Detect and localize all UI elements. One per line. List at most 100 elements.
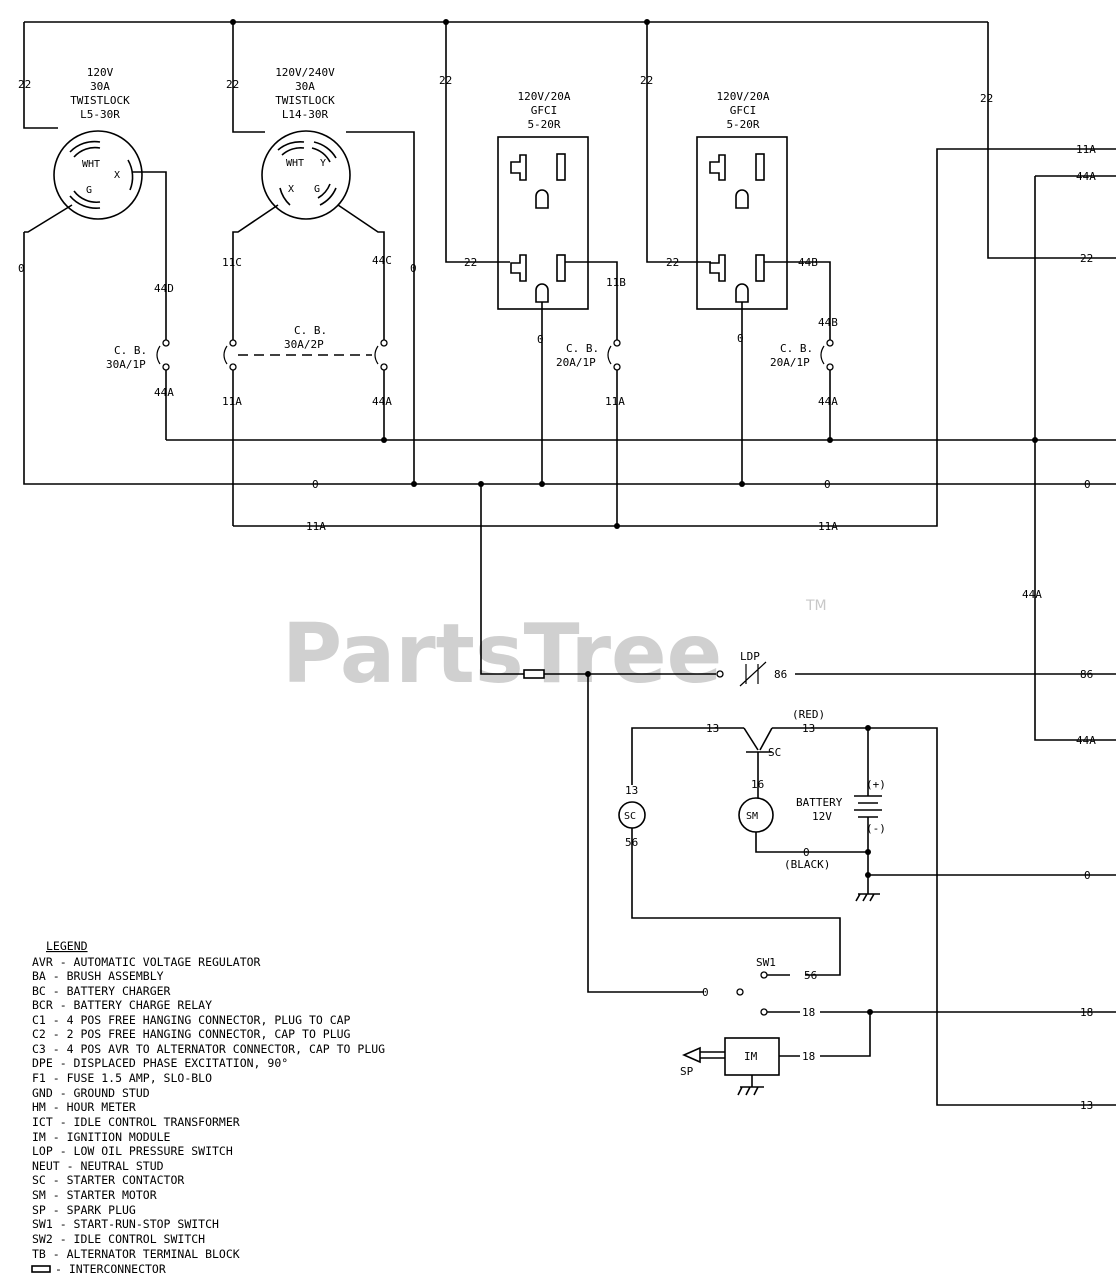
wire-label-22: 22 — [640, 74, 653, 87]
wire-label-18: 18 — [802, 1050, 815, 1063]
legend-item: SC - STARTER CONTACTOR — [32, 1173, 184, 1187]
sw1-label: SW1 — [756, 956, 776, 969]
wire-label-22: 22 — [464, 256, 477, 269]
outlet-title-line: 120V — [87, 66, 114, 79]
switch-sw1: SW1 0 56 18 18 — [702, 956, 1116, 1019]
pin-label: X — [114, 170, 120, 181]
sm-label: SM — [746, 811, 758, 822]
legend-item: ICT - IDLE CONTROL TRANSFORMER — [32, 1115, 240, 1129]
wire-label-0: 0 — [1084, 869, 1091, 882]
wire-label-56: 56 — [625, 836, 638, 849]
breaker-cb1: C. B. 30A/1P 44A — [106, 339, 174, 440]
legend: LEGEND AVR - AUTOMATIC VOLTAGE REGULATOR… — [31, 939, 385, 1276]
wire-label-0: 0 — [702, 986, 709, 999]
wire-label-11c: 11C — [222, 256, 242, 269]
legend-item: TB - ALTERNATOR TERMINAL BLOCK — [32, 1247, 240, 1261]
outlet-title-line: 30A — [295, 80, 315, 93]
wire-label-18: 18 — [802, 1006, 815, 1019]
battery-label: 12V — [812, 810, 832, 823]
outlet-title-line: 120V/20A — [518, 90, 571, 103]
legend-item: C2 - 2 POS FREE HANGING CONNECTOR, CAP T… — [32, 1027, 351, 1041]
wire-label-0: 0 — [803, 846, 810, 859]
outlet-gfci-1: 120V/20A GFCI 5-20R 11B 0 — [497, 90, 626, 484]
breaker-label: C. B. — [566, 342, 599, 355]
wire-label-56: 56 — [804, 969, 817, 982]
wire-label-22: 22 — [666, 256, 679, 269]
legend-item: C1 - 4 POS FREE HANGING CONNECTOR, PLUG … — [32, 1013, 351, 1027]
wire-label-0: 0 — [737, 332, 744, 345]
bus-0: 0 0 0 — [23, 232, 1116, 491]
wire-label-44b: 44B — [798, 256, 818, 269]
wire-label-22: 22 — [439, 74, 452, 87]
wire-label-44a: 44A — [1076, 170, 1096, 183]
legend-item: NEUT - NEUTRAL STUD — [32, 1159, 164, 1173]
legend-item: SW2 - IDLE CONTROL SWITCH — [32, 1232, 205, 1246]
wire-label-13: 13 — [706, 722, 719, 735]
legend-item: IM - IGNITION MODULE — [32, 1130, 171, 1144]
outlet-title-line: 5-20R — [527, 118, 560, 131]
wire-label-86: 86 — [774, 668, 787, 681]
wire-label-0: 0 — [1084, 478, 1091, 491]
outlet-title-line: TWISTLOCK — [275, 94, 335, 107]
breaker-label: 20A/1P — [770, 356, 810, 369]
legend-item: BC - BATTERY CHARGER — [32, 984, 171, 998]
legend-item: DPE - DISPLACED PHASE EXCITATION, 90° — [32, 1056, 288, 1070]
watermark: PartsTree — [282, 607, 722, 702]
ldp-label: LDP — [740, 650, 760, 663]
legend-item: SP - SPARK PLUG — [32, 1203, 136, 1217]
interconnector-symbol — [31, 1265, 51, 1273]
outlet-title-line: TWISTLOCK — [70, 94, 130, 107]
breaker-cb4: C. B. 20A/1P 44A — [770, 339, 838, 440]
wire-label-44a: 44A — [372, 395, 392, 408]
wire-label-44a: 44A — [1022, 588, 1042, 601]
breaker-label: C. B. — [114, 344, 147, 357]
sc-coil-label: SC — [624, 811, 636, 822]
ground-symbol — [737, 1086, 764, 1096]
outlet-l14-30r: 120V/240V 30A TWISTLOCK L14-30R WHT Y X … — [232, 66, 415, 484]
breaker-label: C. B. — [294, 324, 327, 337]
outlet-l5-30r: 120V 30A TWISTLOCK L5-30R WHT X G — [24, 66, 167, 340]
ignition-module: IM 18 SP — [680, 1012, 871, 1096]
breaker-label: 30A/2P — [284, 338, 324, 351]
legend-item: BCR - BATTERY CHARGE RELAY — [32, 998, 212, 1012]
wire-color-label: (RED) — [792, 708, 825, 721]
contactor-label: SC — [768, 746, 781, 759]
wire-label-0: 0 — [824, 478, 831, 491]
breaker-cb2: C. B. 30A/2P 11A 44A — [222, 324, 392, 526]
bus-22: 22 22 22 22 22 22 22 22 — [18, 19, 1116, 269]
legend-item: - INTERCONNECTOR — [55, 1262, 166, 1276]
wire-label-22: 22 — [1080, 252, 1093, 265]
wire-label-18: 18 — [1080, 1006, 1093, 1019]
wire-label-11a: 11A — [222, 395, 242, 408]
wire-label-11a: 11A — [1076, 143, 1096, 156]
breaker-label: 30A/1P — [106, 358, 146, 371]
legend-item: F1 - FUSE 1.5 AMP, SLO-BLO — [32, 1071, 212, 1085]
outlet-title-line: L14-30R — [282, 108, 329, 121]
legend-item: GND - GROUND STUD — [32, 1086, 150, 1100]
starter-circuit: 13 13 (RED) SC 13 13 SC 56 16 SM 0 (BLAC… — [587, 674, 1116, 1112]
wire-label-86: 86 — [1080, 668, 1093, 681]
outlet-title-line: 5-20R — [726, 118, 759, 131]
wire-label-22: 22 — [18, 78, 31, 91]
wire-label-44a: 44A — [154, 386, 174, 399]
wire-label-0: 0 — [410, 262, 417, 275]
outlet-title-line: 120V/20A — [717, 90, 770, 103]
breaker-label: C. B. — [780, 342, 813, 355]
pin-label: X — [288, 184, 294, 195]
legend-item: HM - HOUR METER — [32, 1100, 136, 1114]
wire-label-44c: 44C — [372, 254, 392, 267]
battery-minus: (-) — [866, 822, 886, 835]
wire-label-11a: 11A — [306, 520, 326, 533]
wire-label-13: 13 — [802, 722, 815, 735]
breaker-cb3: C. B. 20A/1P 11A — [556, 339, 625, 526]
legend-title: LEGEND — [46, 939, 88, 953]
legend-item: BA - BRUSH ASSEMBLY — [32, 969, 164, 983]
wire-label-44a: 44A — [1076, 734, 1096, 747]
im-label: IM — [744, 1050, 758, 1063]
outlet-title-line: GFCI — [730, 104, 757, 117]
battery-label: BATTERY — [796, 796, 843, 809]
bus-44a: 44A 44A 44A — [166, 170, 1116, 747]
legend-item: LOP - LOW OIL PRESSURE SWITCH — [32, 1144, 233, 1158]
outlet-title-line: L5-30R — [80, 108, 120, 121]
